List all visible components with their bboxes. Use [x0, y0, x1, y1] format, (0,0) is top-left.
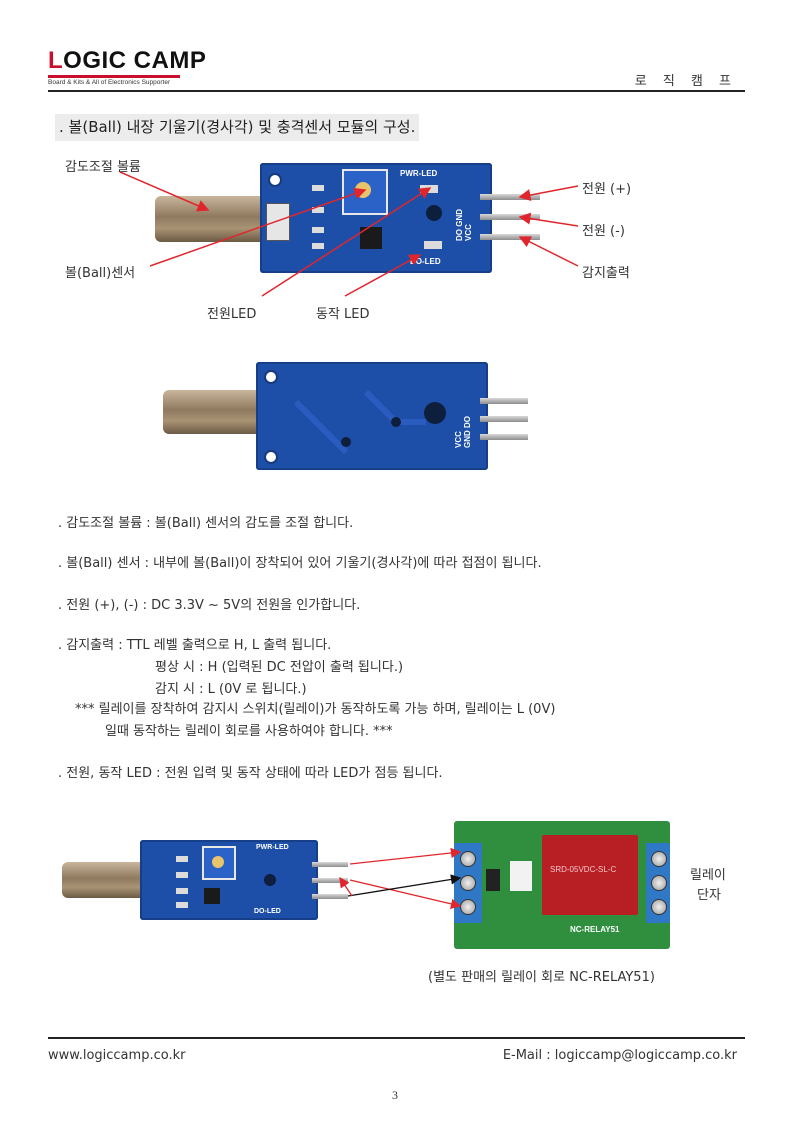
pin-silk-back: VCC GND DO — [454, 416, 472, 448]
relay-terminal-label-2: 단자 — [697, 888, 721, 903]
desc-sensitivity: . 감도조절 볼륨 : 볼(Ball) 센서의 감도를 조절 합니다. — [58, 516, 354, 531]
label-action-led: 동작 LED — [316, 307, 370, 322]
label-power-minus: 전원 (-) — [582, 224, 625, 239]
relay-board: SRD-05VDC-SL-C NC-RELAY51 — [454, 821, 670, 949]
header-title: 로 직 캠 프 — [634, 74, 737, 89]
footer-website[interactable]: www.logiccamp.co.kr — [48, 1048, 186, 1063]
footer-divider — [48, 1037, 745, 1039]
sensor-leads — [266, 203, 290, 241]
relay-component: SRD-05VDC-SL-C — [542, 835, 638, 915]
label-sensitivity: 감도조절 볼륨 — [65, 160, 141, 175]
page-number: 3 — [392, 1088, 398, 1102]
label-ball-sensor: 볼(Ball)센서 — [65, 266, 136, 281]
logo-text: OGIC CAMP — [63, 47, 207, 74]
desc-detect-out: . 감지출력 : TTL 레벨 출력으로 H, L 출력 됩니다. — [58, 638, 332, 653]
relay-terminal-label-1: 릴레이 — [690, 868, 726, 883]
jumper — [486, 869, 500, 891]
pin-vcc — [480, 194, 540, 200]
note-line-1: *** 릴레이를 장착하여 감지시 스위치(릴레이)가 동작하도록 가능 하며,… — [75, 702, 556, 717]
pwr-led-silk: PWR-LED — [400, 169, 438, 178]
do-led-silk: DO-LED — [410, 257, 441, 266]
desc-leds: . 전원, 동작 LED : 전원 입력 및 동작 상태에 따라 LED가 점등… — [58, 766, 443, 781]
sensor-board-back: VCC GND DO — [256, 362, 488, 470]
pin-do — [480, 234, 540, 240]
logo-letter: L — [48, 47, 64, 74]
sensor-board-front: PWR-LED DO-LED DO GND VCC — [260, 163, 492, 273]
optocoupler — [510, 861, 532, 891]
logo-underline — [48, 75, 180, 78]
desc-power: . 전원 (+), (-) : DC 3.3V ~ 5V의 전원을 인가합니다. — [58, 598, 361, 613]
relay-board-name: NC-RELAY51 — [570, 925, 620, 934]
action-led — [424, 241, 442, 249]
output-detect: 감지 시 : L (0V 로 됩니다.) — [155, 682, 307, 697]
comparator-chip — [360, 227, 382, 249]
output-normal: 평상 시 : H (입력된 DC 전압이 출력 됩니다.) — [155, 660, 404, 675]
ball-sensor-cylinder-small — [62, 862, 144, 898]
wiring-arrows — [339, 847, 462, 909]
pcb-traces — [293, 389, 426, 455]
ball-sensor-cylinder-back — [163, 390, 267, 434]
pin-gnd — [480, 214, 540, 220]
relay-caption: (별도 판매의 릴레이 회로 NC-RELAY51) — [428, 970, 655, 985]
label-power-plus: 전원 (+) — [582, 182, 632, 197]
callout-arrows — [119, 171, 579, 297]
label-detect-out: 감지출력 — [582, 266, 630, 281]
section-title: . 볼(Ball) 내장 기울기(경사각) 및 충격센서 모듈의 구성. — [55, 114, 420, 141]
label-power-led: 전원LED — [207, 307, 257, 322]
relay-input-terminal — [454, 843, 482, 923]
desc-ball-sensor: . 볼(Ball) 센서 : 내부에 볼(Ball)이 장착되어 있어 기울기(… — [58, 556, 542, 571]
logo: LOGIC CAMP Board & Kits & All of Electro… — [48, 48, 206, 86]
sensor-board-small: PWR-LED DO-LED — [140, 840, 318, 920]
note-line-2: 일때 동작하는 릴레이 회로를 사용하여야 합니다. *** — [105, 724, 393, 739]
logo-tagline: Board & Kits & All of Electronics Suppor… — [48, 79, 171, 86]
header-divider — [48, 90, 745, 92]
relay-output-terminal — [646, 843, 670, 923]
footer-email[interactable]: E-Mail : logiccamp@logiccamp.co.kr — [502, 1048, 737, 1063]
